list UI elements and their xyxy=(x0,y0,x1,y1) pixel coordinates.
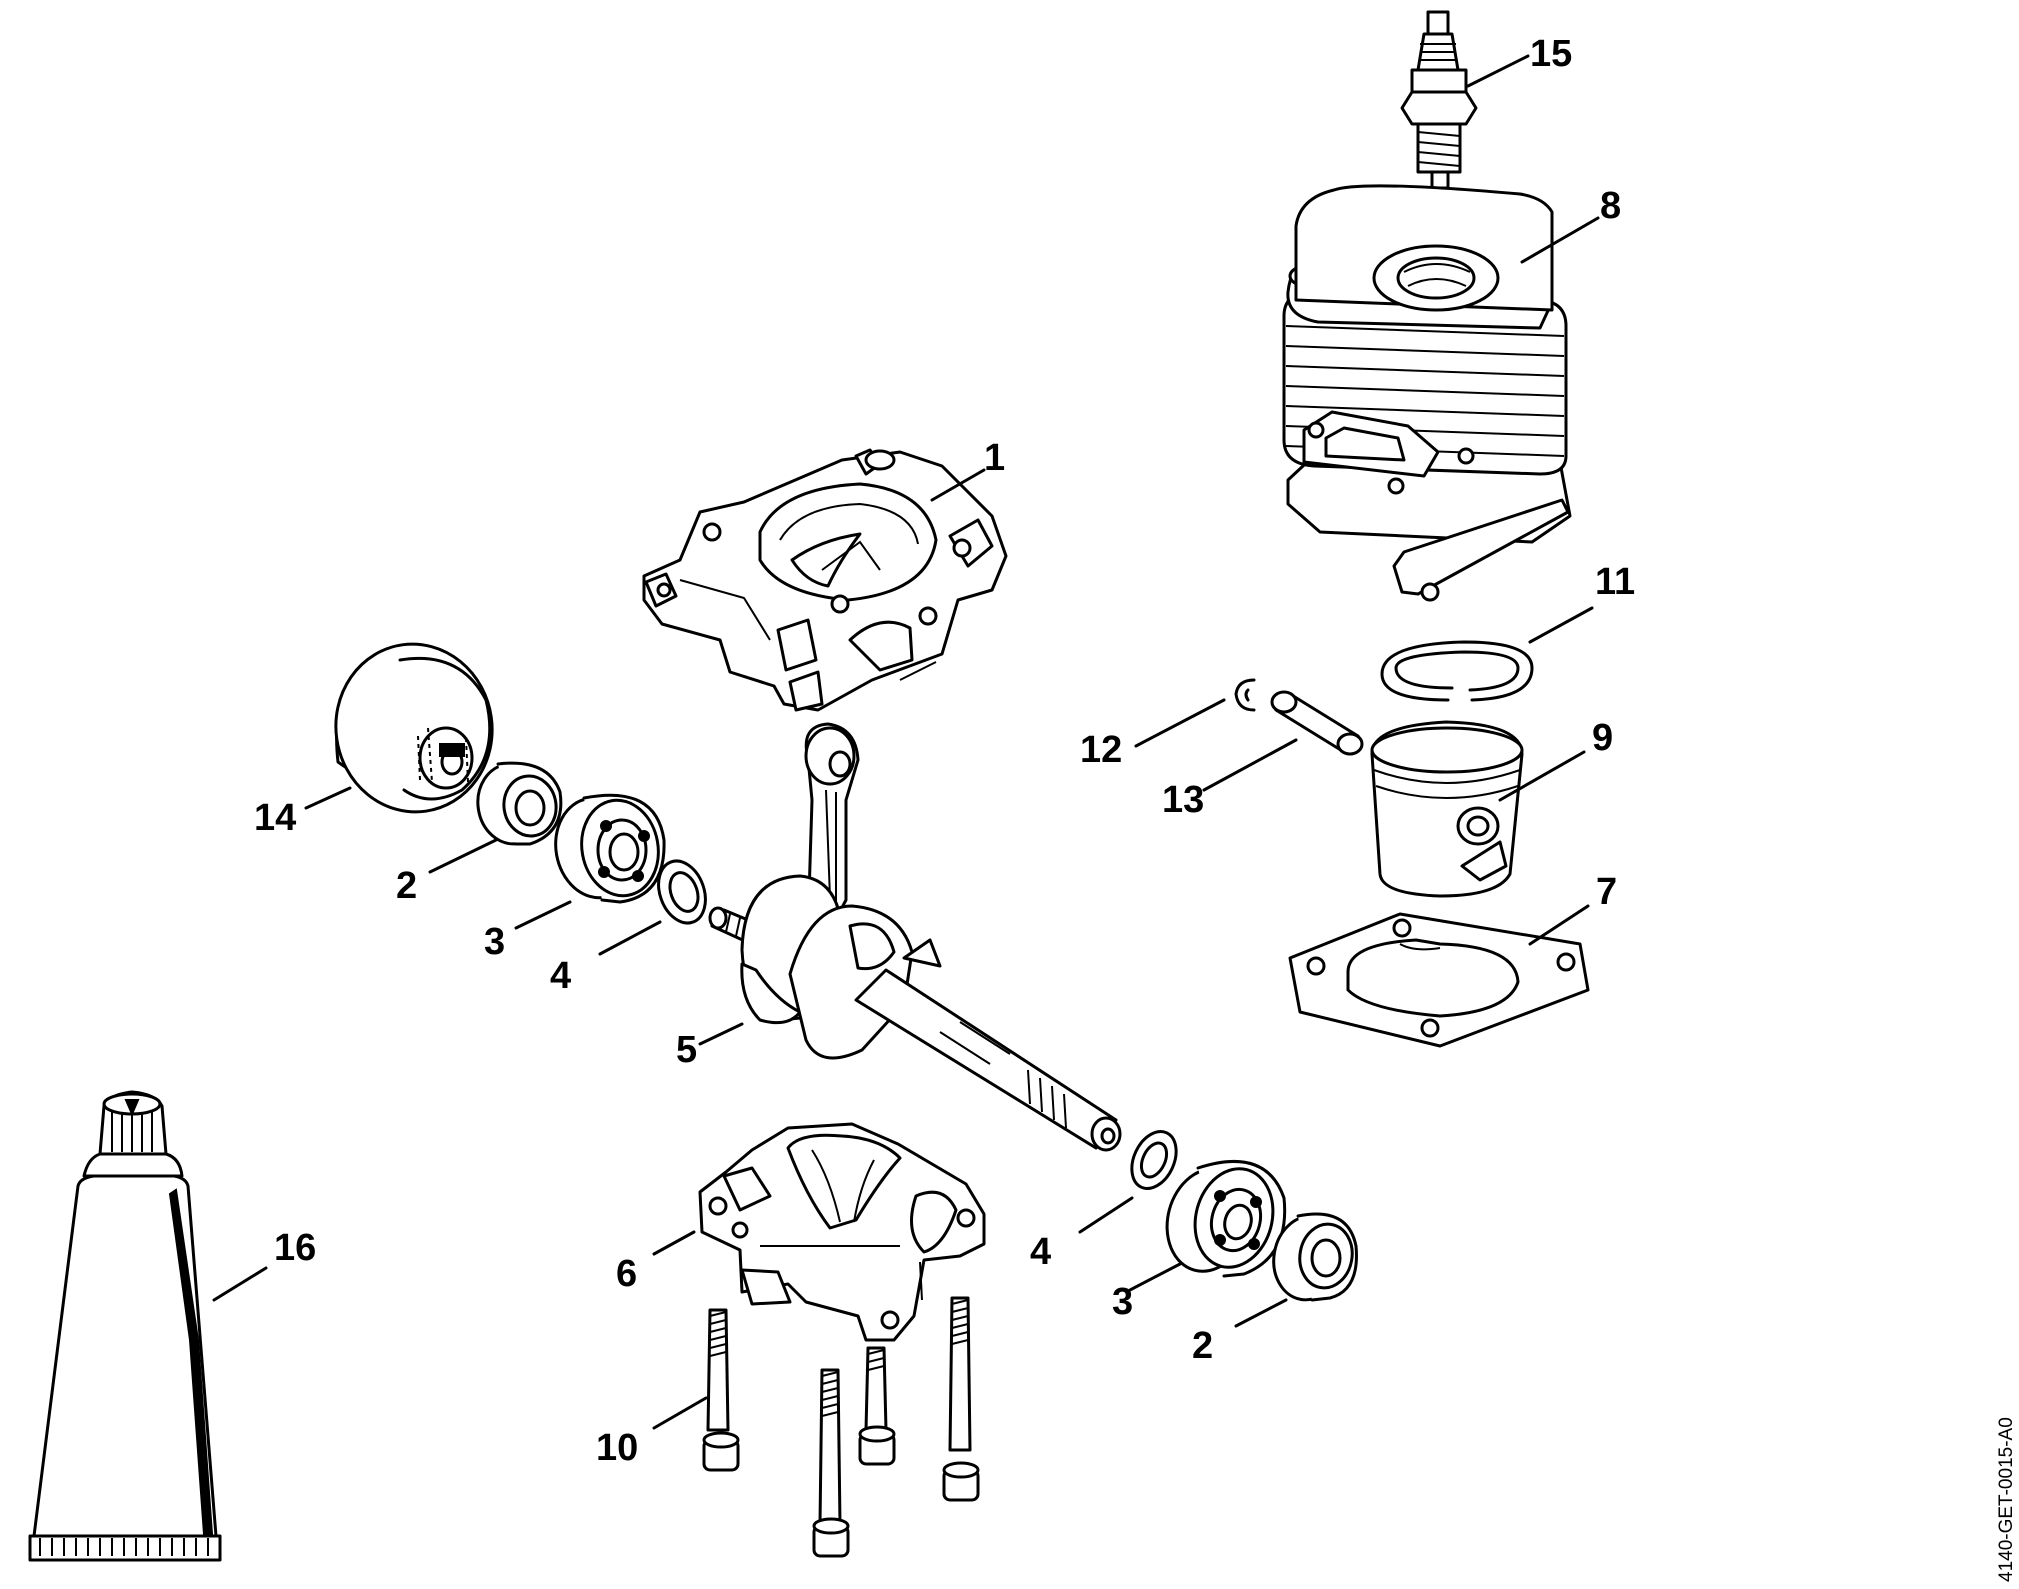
crankcase-bottom[interactable] xyxy=(698,1122,986,1342)
part-label-4: 4 xyxy=(550,955,571,997)
part-label-14: 14 xyxy=(254,797,296,839)
piston[interactable] xyxy=(1370,720,1524,898)
piston-pin[interactable] xyxy=(1270,690,1364,756)
cylinder[interactable] xyxy=(1282,184,1572,602)
part-label-3: 3 xyxy=(484,921,505,963)
part-label-10: 11 xyxy=(1595,561,1635,603)
drawing-code: 4140-GET-0015-A0 xyxy=(1996,1417,2017,1582)
part-label-12: 13 xyxy=(1162,779,1204,821)
part-label-7: 7 xyxy=(1596,871,1617,913)
screws[interactable] xyxy=(702,1296,980,1558)
part-label-2: 2 xyxy=(1192,1325,1213,1367)
ball-bearing-left[interactable] xyxy=(548,792,666,904)
part-label-15: 15 xyxy=(1530,33,1572,75)
grease-tube[interactable] xyxy=(28,1090,222,1562)
oil-seal-left[interactable] xyxy=(473,760,563,849)
part-label-16: 16 xyxy=(274,1227,316,1269)
piston-ring[interactable] xyxy=(1380,640,1534,702)
part-label-6: 6 xyxy=(616,1253,637,1295)
spark-plug[interactable] xyxy=(1400,10,1478,190)
ball-bearing-right[interactable] xyxy=(1156,1159,1287,1280)
part-label-5: 5 xyxy=(676,1029,697,1071)
flywheel[interactable] xyxy=(325,634,503,822)
part-label-13: 10 xyxy=(596,1427,638,1469)
part-label-1: 1 xyxy=(984,437,1005,479)
part-label-4: 4 xyxy=(1030,1231,1051,1273)
part-label-9: 9 xyxy=(1592,717,1613,759)
crankcase-top[interactable] xyxy=(642,448,1008,712)
crankshaft[interactable] xyxy=(708,722,1122,1152)
snap-ring[interactable] xyxy=(1234,678,1256,712)
cylinder-gasket[interactable] xyxy=(1288,912,1590,1048)
part-label-8: 8 xyxy=(1600,185,1621,227)
oil-seal-right[interactable] xyxy=(1267,1211,1358,1306)
part-label-2: 2 xyxy=(396,865,417,907)
washer-left[interactable] xyxy=(650,854,713,929)
washer-right[interactable] xyxy=(1123,1124,1185,1195)
part-label-3: 3 xyxy=(1112,1281,1133,1323)
part-label-11: 12 xyxy=(1080,729,1122,771)
